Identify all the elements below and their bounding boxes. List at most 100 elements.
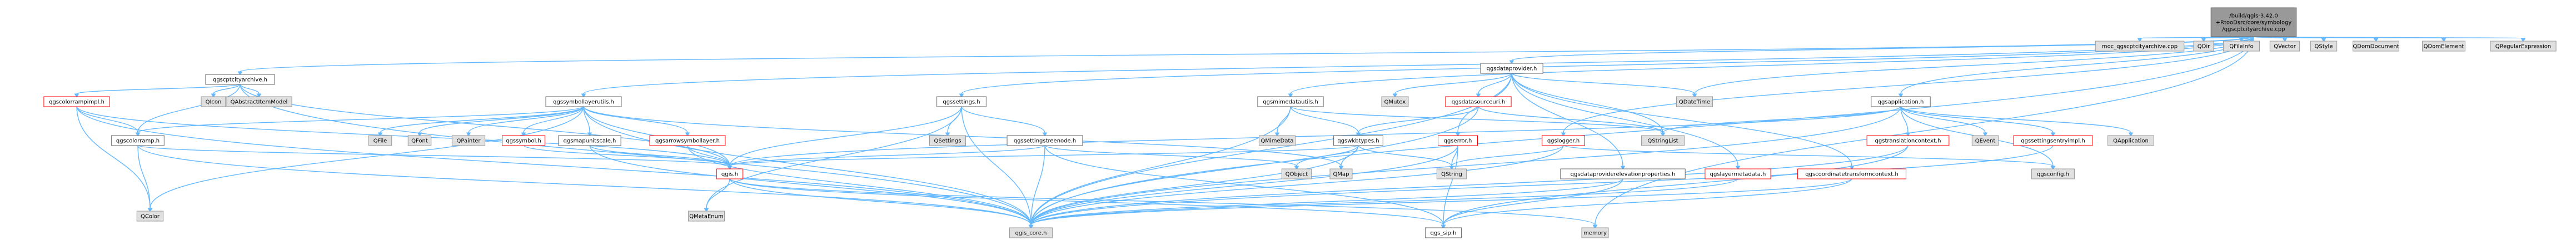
node-QString: QString xyxy=(1436,168,1467,179)
node-qgscptcityarchive-h[interactable]: qgscptcityarchive.h xyxy=(205,74,275,85)
edge-qgsmimedatautils_h-to-qgswkbtypes_h xyxy=(1290,106,1361,137)
edge-qgscolorrampimpl_h-to-QColor xyxy=(76,106,153,212)
node-QFileInfo: QFileInfo xyxy=(2223,41,2260,52)
node-label: qgsconfig.h xyxy=(2037,172,2069,178)
node-box xyxy=(1381,96,1409,107)
node-label: QDomDocument xyxy=(2353,44,2399,50)
edge-line xyxy=(1563,36,2254,133)
node-label: memory xyxy=(1583,231,1607,237)
edge-line xyxy=(1030,178,1738,226)
node-QDomDocument: QDomDocument xyxy=(2353,41,2399,52)
node-QDir: QDir xyxy=(2193,41,2214,52)
node-qgis-h[interactable]: qgis.h xyxy=(716,168,744,179)
node-label: qgssettingsentryimpl.h xyxy=(2021,138,2085,144)
edge-qgscolorrampimpl_h-to-qgscolorramp_h xyxy=(76,106,141,137)
edge-line xyxy=(523,106,584,133)
edge-line xyxy=(76,106,730,167)
edge-arrowhead xyxy=(2520,38,2526,42)
edge-arrowhead xyxy=(2373,38,2379,42)
node-qgslogger-h[interactable]: qgslogger.h xyxy=(1542,135,1585,146)
node-label: qgssettings.h xyxy=(943,99,980,106)
node-label: qgsdataproviderelevationproperties.h xyxy=(1571,172,1676,178)
edge-line xyxy=(583,36,2254,94)
edge-qgsdataprovider_h-to-qgslayermetadata_h xyxy=(1511,72,1741,170)
edge-root-to-qgscptcityarchive_h xyxy=(237,36,2254,76)
node-qgsmapunitscale-h[interactable]: qgsmapunitscale.h xyxy=(558,135,621,146)
node-box xyxy=(1009,227,1053,238)
edge-arrowhead xyxy=(1294,166,1299,170)
node-qgsdataproviderelevationproperties-h[interactable]: qgsdataproviderelevationproperties.h xyxy=(1560,168,1686,179)
node-label: QIcon xyxy=(206,99,222,106)
edge-arrowhead xyxy=(1455,132,1461,137)
edge-qgis_h-to-QMetaEnum xyxy=(704,178,730,212)
edge-qgslogger_h-to-qgis_core_h xyxy=(1028,144,1564,229)
edge-qgscptcityarchive_h-to-qgscolorrampimpl_h xyxy=(74,83,241,98)
node-qgstranslationcontext-h[interactable]: qgstranslationcontext.h xyxy=(1866,135,1950,146)
edge-line xyxy=(1030,144,1045,226)
node-label: QEvent xyxy=(1975,138,1996,144)
node-qgscolorramp-h[interactable]: qgscolorramp.h xyxy=(111,135,165,146)
edge-arrowhead xyxy=(727,166,733,170)
edge-arrowhead xyxy=(1692,93,1697,98)
node-label: /qgscptcityarchive.cpp xyxy=(2222,27,2285,33)
node-qgssymbol-h[interactable]: qgssymbol.h xyxy=(502,135,545,146)
node-box xyxy=(205,74,275,85)
node-label: QAbstractItemModel xyxy=(231,99,288,106)
node-label: QColor xyxy=(141,214,160,220)
edge-arrowhead xyxy=(377,132,383,137)
edge-line xyxy=(1478,72,1512,94)
edge-arrowhead xyxy=(237,71,243,76)
node-box xyxy=(2031,168,2075,179)
edge-line xyxy=(1563,144,2054,167)
edge-arrowhead xyxy=(2321,38,2326,42)
edge-qgsapplication_h-to-qgssettingsentryimpl_h xyxy=(1900,106,2056,137)
edge-line xyxy=(1030,106,1291,226)
node-qgserror-h[interactable]: qgserror.h xyxy=(1438,135,1478,146)
node-qgscoordinatetransformcontext-h[interactable]: qgscoordinatetransformcontext.h xyxy=(1797,168,1906,179)
edge-arrowhead xyxy=(587,132,592,137)
node-box xyxy=(936,96,986,107)
node-box xyxy=(1424,227,1462,238)
edge-line xyxy=(961,106,1032,226)
node-label: QMutex xyxy=(1384,99,1406,106)
edge-line xyxy=(1595,36,2254,226)
node-label: QFileInfo xyxy=(2229,44,2254,50)
edge-line xyxy=(1511,72,1738,167)
node-root[interactable]: /build/qgis-3.42.0+RtooDsrc/core/symbolo… xyxy=(2210,7,2297,37)
node-box xyxy=(1480,63,1543,74)
node-qgsdataprovider-h[interactable]: qgsdataprovider.h xyxy=(1480,63,1543,74)
node-qgslayermetadata-h[interactable]: qgslayermetadata.h xyxy=(1705,168,1771,179)
node-qgssettingsentryimpl-h[interactable]: qgssettingsentryimpl.h xyxy=(2013,135,2093,146)
node-label: qgs_sip.h xyxy=(1431,231,1457,237)
node-label: QApplication xyxy=(2113,138,2149,144)
node-qgssettingstreenode-h[interactable]: qgssettingstreenode.h xyxy=(1007,135,1083,146)
node-qgs-sip-h[interactable]: qgs_sip.h xyxy=(1424,227,1462,238)
edge-line xyxy=(137,106,584,133)
node-qgsarrowsymbollayer-h[interactable]: qgsarrowsymbollayer.h xyxy=(649,135,726,146)
node-label: +RtooDsrc/core/symbology xyxy=(2216,20,2292,26)
edge-line xyxy=(213,83,241,94)
node-qgsdatasourceuri-h[interactable]: qgsdatasourceuri.h xyxy=(1445,96,1512,107)
node-label: qgssymbollayerutils.h xyxy=(553,99,614,106)
edge-arrowhead xyxy=(2050,132,2056,137)
node-qgswkbtypes-h[interactable]: qgswkbtypes.h xyxy=(1333,135,1383,146)
edge-qgsapplication_h-to-QEvent xyxy=(1900,106,1988,137)
node-label: QDir xyxy=(2198,44,2210,50)
node-label: qgsarrowsymbollayer.h xyxy=(655,138,720,144)
node-QRegularExpression: QRegularExpression xyxy=(2490,41,2557,52)
node-qgsapplication-h[interactable]: qgsapplication.h xyxy=(1871,96,1931,107)
edge-line xyxy=(240,83,1032,226)
node-qgscolorrampimpl-h[interactable]: qgscolorrampimpl.h xyxy=(43,96,110,107)
edge-line xyxy=(729,178,1032,226)
node-qgssymbollayerutils-h[interactable]: qgssymbollayerutils.h xyxy=(545,96,622,107)
edge-arrowhead xyxy=(1898,93,1904,98)
edge-qgssettingstreenode_h-to-qgis_h xyxy=(727,144,1045,170)
node-label: qgscoordinatetransformcontext.h xyxy=(1805,172,1898,178)
node-qgsmimedatautils-h[interactable]: qgsmimedatautils.h xyxy=(1257,96,1324,107)
edge-line xyxy=(1358,106,1479,133)
node-qgssettings-h[interactable]: qgssettings.h xyxy=(936,96,986,107)
node-box xyxy=(2490,41,2557,52)
edge-arrowhead xyxy=(581,93,586,98)
node-box xyxy=(1676,96,1713,107)
edge-arrowhead xyxy=(1982,132,1988,137)
